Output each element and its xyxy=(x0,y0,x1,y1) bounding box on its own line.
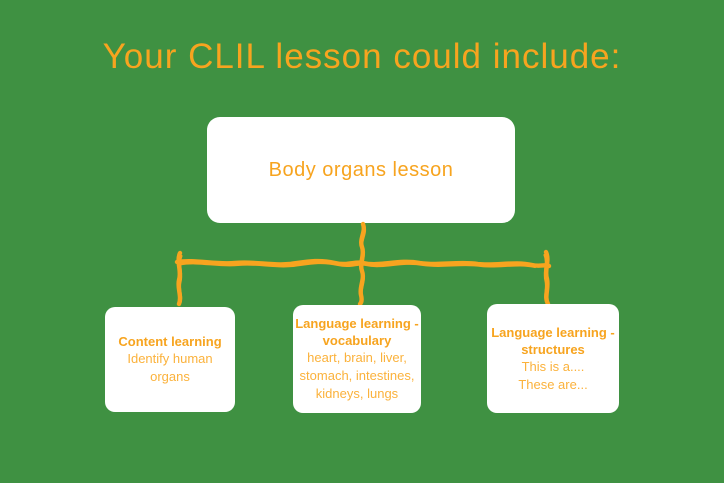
node-heading: vocabulary xyxy=(322,333,392,348)
connector-left-vertical xyxy=(176,250,183,307)
diagram-root-node: Body organs lesson xyxy=(207,117,515,223)
node-heading: Language learning - xyxy=(491,324,615,340)
child-node-language-structures: Language learning - structures This is a… xyxy=(487,304,619,413)
root-node-label: Body organs lesson xyxy=(268,158,454,181)
connector-middle-vertical xyxy=(357,221,366,307)
child-node-content-learning: Content learning Identify human organs xyxy=(105,307,235,412)
node-body-line: kidneys, lungs xyxy=(315,386,399,401)
connector-right-vertical-texture xyxy=(543,253,548,305)
child-node-language-vocabulary: Language learning - vocabulary heart, br… xyxy=(293,305,421,413)
node-body-line: This is a.... xyxy=(521,358,585,374)
connector-left-vertical-texture xyxy=(178,254,183,305)
node-heading: Content learning xyxy=(118,334,222,349)
connector-middle-vertical-texture xyxy=(360,224,367,299)
node-body-line: stomach, intestines, xyxy=(299,368,415,383)
node-body-line: organs xyxy=(150,369,190,384)
node-heading: Language learning - xyxy=(295,316,419,331)
node-heading: structures xyxy=(521,341,585,357)
connector-right-vertical xyxy=(543,249,551,307)
connector-horizontal-bar xyxy=(174,258,552,269)
node-body-line: Identify human xyxy=(127,351,213,366)
slide-title: Your CLIL lesson could include: xyxy=(102,37,622,76)
node-body-line: These are... xyxy=(518,376,588,392)
node-body-line: heart, brain, liver, xyxy=(307,350,407,365)
connector-horizontal-bar-texture xyxy=(178,261,537,269)
